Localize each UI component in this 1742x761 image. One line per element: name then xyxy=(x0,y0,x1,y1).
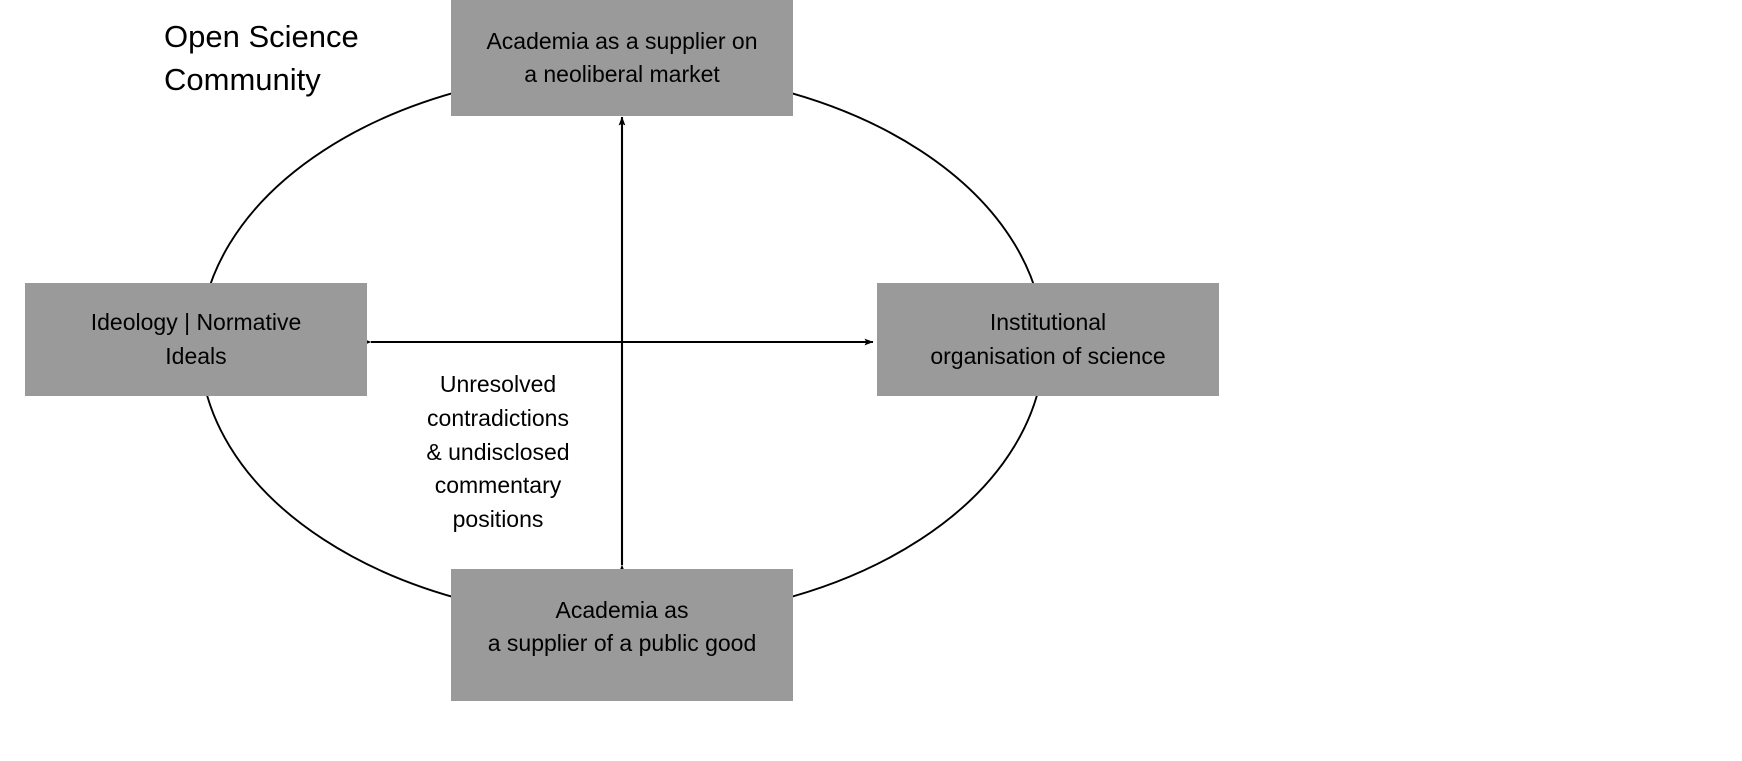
node-box-top[interactable]: Academia as a supplier on a neoliberal m… xyxy=(451,0,793,116)
node-box-bottom[interactable]: Academia as a supplier of a public good xyxy=(451,569,793,701)
node-box-right[interactable]: Institutional organisation of science xyxy=(877,283,1219,396)
node-box-left[interactable]: Ideology | Normative Ideals xyxy=(25,283,367,396)
diagram-title: Open Science Community xyxy=(164,19,359,97)
center-note-text: Unresolved contradictions & undisclosed … xyxy=(426,371,570,533)
